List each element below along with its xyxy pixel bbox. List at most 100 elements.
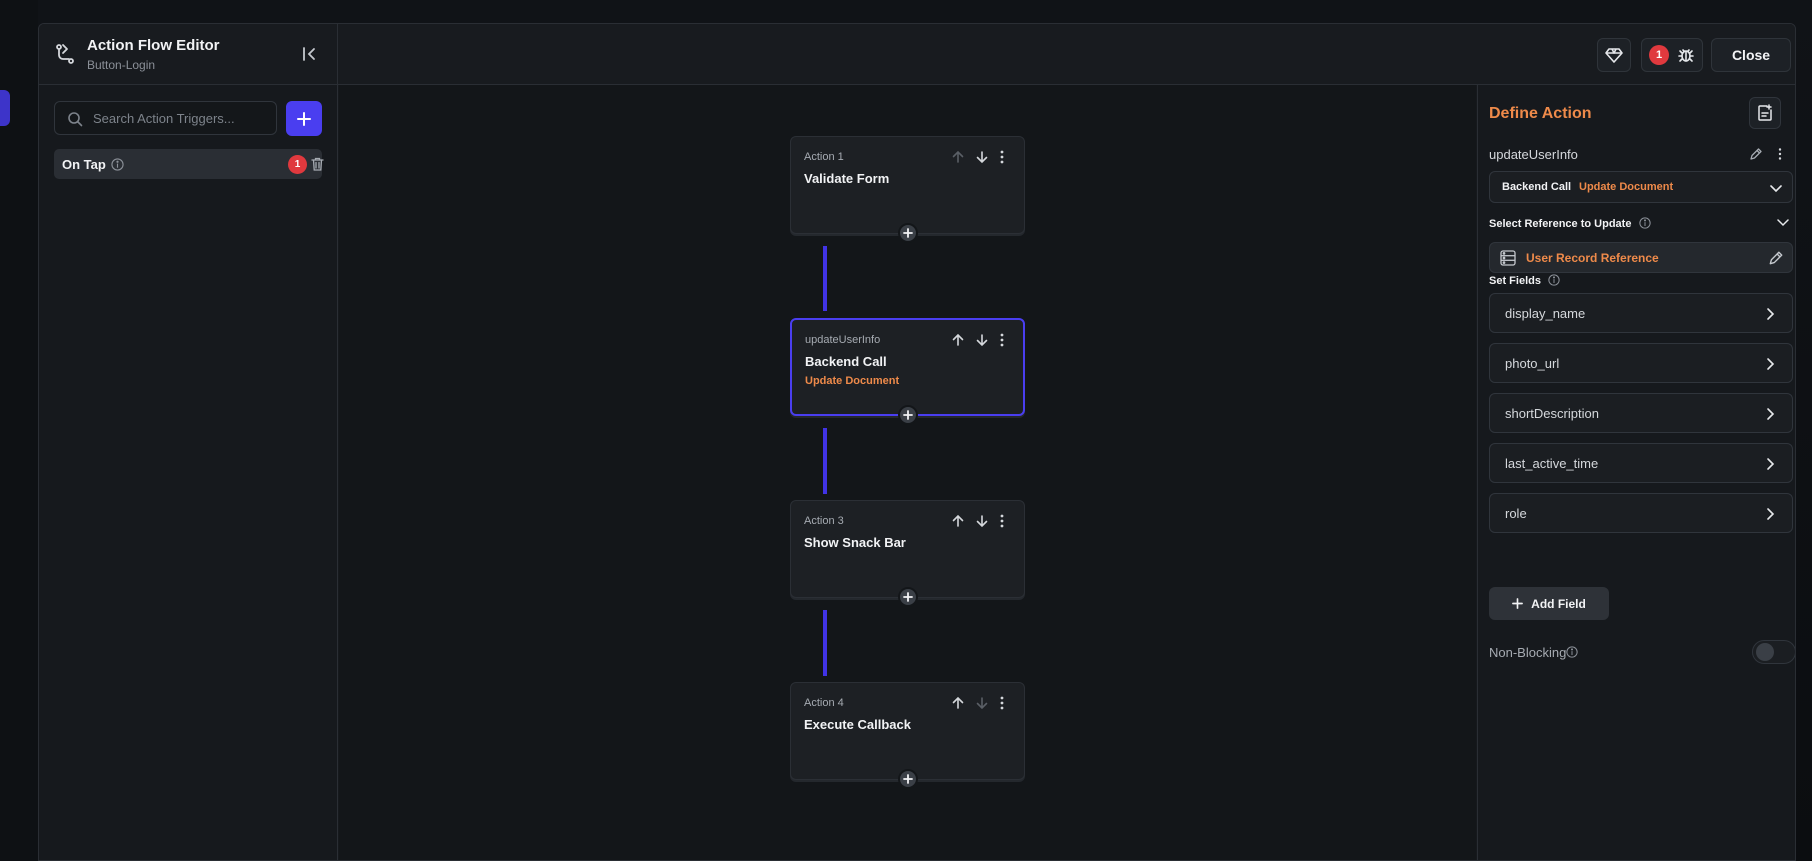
field-row-last-active-time[interactable]: last_active_time [1489, 443, 1793, 483]
action-type-label: Backend Call [1502, 181, 1572, 193]
database-icon [1500, 250, 1516, 266]
bug-icon [1678, 49, 1694, 62]
plus-icon [903, 774, 913, 784]
action-node-4[interactable]: Action 4 Execute Callback [790, 682, 1025, 789]
plus-icon [903, 592, 913, 602]
node-title: Validate Form [804, 171, 890, 186]
arrow-down-icon[interactable] [974, 149, 990, 165]
define-action-title: Define Action [1489, 105, 1592, 122]
more-vertical-icon[interactable] [994, 513, 1010, 529]
more-vertical-icon[interactable] [994, 149, 1010, 165]
info-icon [111, 158, 124, 171]
flow-canvas[interactable]: Action 1 Validate Form updateUserInfo Ba… [339, 85, 1476, 860]
chevron-right-icon [1767, 358, 1775, 370]
notes-icon [1758, 104, 1772, 121]
field-label: role [1505, 506, 1527, 521]
trigger-label: On Tap [62, 157, 106, 172]
chevron-right-icon [1767, 508, 1775, 520]
plus-icon [1512, 598, 1524, 609]
chevron-down-icon[interactable] [1776, 215, 1790, 229]
background-accent [0, 90, 10, 126]
fields-section-label: Set Fields [1489, 274, 1560, 287]
node-label: Action 1 [804, 151, 844, 163]
flow-connector [823, 246, 827, 311]
node-label: Action 4 [804, 697, 844, 709]
header-title-area: Action Flow Editor Button-Login [39, 24, 338, 85]
action-node-3[interactable]: Action 3 Show Snack Bar [790, 500, 1025, 607]
chevron-right-icon [1767, 408, 1775, 420]
action-node-1[interactable]: Action 1 Validate Form [790, 136, 1025, 243]
field-label: shortDescription [1505, 406, 1599, 421]
close-button[interactable]: Close [1711, 38, 1791, 72]
arrow-down-icon [976, 697, 988, 710]
arrow-down-icon[interactable] [974, 332, 990, 348]
trigger-count-badge: 1 [288, 155, 307, 174]
reference-section-text: Select Reference to Update [1489, 218, 1632, 230]
arrow-up-icon[interactable] [950, 332, 966, 348]
edit-icon[interactable] [1768, 250, 1784, 266]
plus-icon [903, 410, 913, 420]
add-action-button[interactable] [898, 405, 918, 425]
search-triggers-field[interactable] [54, 101, 277, 135]
non-blocking-toggle[interactable] [1752, 640, 1795, 664]
search-triggers-input[interactable] [93, 102, 273, 134]
gem-icon [1605, 48, 1623, 63]
field-row-short-description[interactable]: shortDescription [1489, 393, 1793, 433]
more-vertical-icon[interactable] [994, 332, 1010, 348]
field-row-display-name[interactable]: display_name [1489, 293, 1793, 333]
page-title: Action Flow Editor [87, 37, 220, 54]
arrow-down-icon[interactable] [974, 513, 990, 529]
reference-selector[interactable]: User Record Reference [1489, 242, 1793, 273]
add-action-button[interactable] [898, 587, 918, 607]
action-node-2[interactable]: updateUserInfo Backend Call Update Docum… [790, 318, 1025, 425]
field-row-role[interactable]: role [1489, 493, 1793, 533]
action-name: updateUserInfo [1489, 147, 1578, 162]
page-subtitle: Button-Login [87, 58, 156, 72]
more-vertical-icon[interactable] [994, 695, 1010, 711]
plus-icon [903, 228, 913, 238]
triggers-panel: On Tap 1 [39, 85, 338, 860]
fields-section-text: Set Fields [1489, 275, 1541, 287]
editor-header: Action Flow Editor Button-Login 1 C [39, 24, 1795, 85]
info-icon [1638, 217, 1651, 229]
define-action-panel: Define Action updateUserInfo Backend Cal… [1477, 85, 1795, 860]
add-field-button[interactable]: Add Field [1489, 587, 1609, 620]
add-trigger-button[interactable] [286, 101, 322, 136]
gem-button[interactable] [1597, 38, 1631, 72]
node-title: Execute Callback [804, 717, 911, 732]
add-action-button[interactable] [898, 769, 918, 789]
node-label: updateUserInfo [805, 334, 881, 346]
toggle-knob [1756, 643, 1774, 661]
chevron-down-icon [1770, 185, 1782, 193]
arrow-up-icon[interactable] [950, 513, 966, 529]
flow-connector [823, 610, 827, 676]
arrow-up-icon [952, 150, 964, 163]
trigger-item-on-tap[interactable]: On Tap 1 [54, 149, 324, 179]
field-label: display_name [1505, 306, 1586, 321]
background-sidebar [0, 0, 38, 861]
debug-button[interactable]: 1 [1641, 38, 1703, 72]
node-label: Action 3 [804, 515, 844, 527]
search-icon [68, 112, 83, 127]
collapse-panel-icon[interactable] [301, 45, 319, 63]
field-row-photo-url[interactable]: photo_url [1489, 343, 1793, 383]
more-vertical-icon[interactable] [1773, 147, 1787, 161]
trash-icon[interactable] [311, 157, 324, 171]
action-flow-editor-modal: Action Flow Editor Button-Login 1 C [38, 23, 1796, 861]
reference-section-label: Select Reference to Update [1489, 217, 1651, 230]
node-subtitle: Update Document [805, 375, 900, 387]
info-icon [1548, 274, 1560, 286]
action-type-dropdown[interactable]: Backend Call Update Document [1489, 171, 1793, 203]
info-icon [1566, 646, 1578, 658]
reference-value: User Record Reference [1526, 251, 1659, 265]
arrow-up-icon[interactable] [950, 695, 966, 711]
node-title: Show Snack Bar [804, 535, 906, 550]
non-blocking-label: Non-Blocking [1489, 645, 1567, 660]
node-title: Backend Call [805, 354, 887, 369]
chevron-right-icon [1767, 458, 1775, 470]
action-notes-button[interactable] [1749, 97, 1781, 129]
add-action-button[interactable] [898, 223, 918, 243]
plus-icon [297, 111, 311, 126]
flow-connector [823, 428, 827, 494]
edit-icon[interactable] [1749, 147, 1763, 161]
